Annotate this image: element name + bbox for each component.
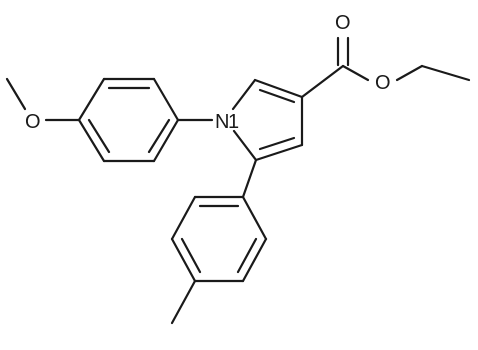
nitrogen-label: N: [215, 111, 229, 133]
bond-c-oester: [341, 64, 370, 82]
bond-n1-c2: [231, 78, 257, 111]
bond-tol3: [170, 237, 197, 283]
bond-c2-c3-double: [258, 88, 296, 104]
bond-ar4-double: [87, 118, 111, 154]
bond-tol5-double: [236, 237, 258, 274]
bond-ar4: [77, 118, 106, 163]
bond-o-methyl: [5, 77, 27, 111]
bond-tol5: [241, 237, 268, 283]
bond-c3-carbonyl: [300, 64, 345, 99]
tolyl-group: [170, 158, 268, 325]
bond-tol3-double: [180, 237, 202, 274]
bond-ar1: [152, 77, 180, 122]
bond-oester-ch2: [395, 64, 424, 82]
bond-ar3: [77, 77, 106, 122]
methoxyphenyl-group: [5, 77, 214, 163]
bond-tol6: [241, 195, 268, 241]
bond-ar6: [152, 118, 180, 163]
locant-label: 1: [228, 111, 239, 133]
bond-c5-n1: [232, 129, 258, 162]
bond-tol-methyl: [170, 279, 197, 325]
bond-ar6-double: [147, 118, 171, 154]
bond-tol2: [170, 195, 197, 241]
methoxy-oxygen-label: O: [25, 111, 41, 133]
pyrrole-ring: [231, 78, 304, 162]
carbonyl-oxygen-label: O: [335, 12, 351, 34]
bond-c2-c3: [253, 78, 304, 99]
bond-ch2-ch3: [420, 64, 471, 82]
ethyl-ester-group: [300, 36, 471, 99]
ester-oxygen-label: O: [375, 72, 391, 94]
bond-c4-c5: [254, 143, 304, 162]
bond-c4-c5-double: [258, 136, 296, 151]
bond-c5-aryl: [241, 158, 258, 199]
